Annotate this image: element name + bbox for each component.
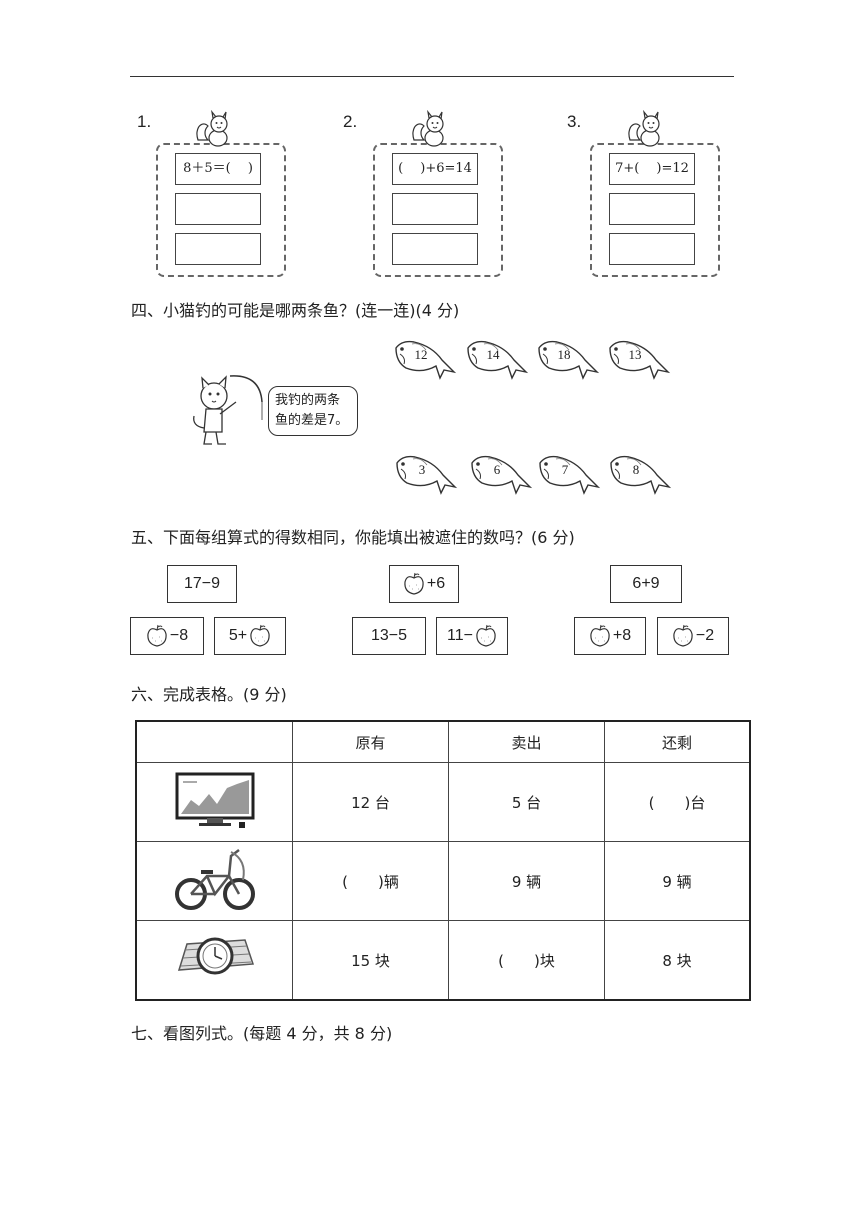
fish-icon[interactable]: 7 [536, 453, 602, 497]
equation-text: +8 [612, 627, 632, 644]
table-header-row: 原有 卖出 还剩 [135, 720, 751, 763]
apple-icon [589, 624, 611, 648]
answer-blank[interactable] [609, 193, 695, 225]
question-number: 3. [567, 112, 582, 131]
table-cell: 9 辆 [604, 841, 751, 921]
answer-blank[interactable] [609, 233, 695, 265]
equation-box: 8＋5＝( ) [175, 153, 261, 185]
fish-number: 13 [628, 347, 642, 362]
equation-text: 5+ [228, 627, 248, 644]
table-cell: 9 辆 [448, 841, 605, 921]
speech-line: 鱼的差是7。 [275, 413, 349, 428]
section-5-heading: 五、下面每组算式的得数相同，你能填出被遮住的数吗？(6 分) [131, 528, 575, 547]
fish-icon[interactable]: 8 [607, 453, 673, 497]
table-cell[interactable]: ( )块 [448, 920, 605, 1001]
bicycle-icon [174, 849, 255, 910]
apple-icon [672, 624, 694, 648]
table-cell-icon [135, 841, 293, 921]
table-cell-icon [135, 920, 293, 1001]
section-4-heading: 四、小猫钓的可能是哪两条鱼？(连一连)(4 分) [131, 301, 460, 320]
answer-card: 8＋5＝( ) [156, 143, 286, 277]
fish-number: 14 [486, 347, 500, 362]
fish-number: 3 [418, 462, 426, 477]
equation-box: 13−5 [352, 617, 426, 655]
equation-box: +6 [389, 565, 459, 603]
table-cell[interactable]: ( )辆 [292, 841, 449, 921]
table-cell-icon [135, 762, 293, 842]
equation-box: −8 [130, 617, 204, 655]
equation-box: 6+9 [610, 565, 682, 603]
table-header: 卖出 [448, 720, 605, 763]
table-cell[interactable]: ( )台 [604, 762, 751, 842]
answer-blank[interactable] [175, 193, 261, 225]
answer-card: ( )+6=14 [373, 143, 503, 277]
apple-icon [475, 624, 497, 648]
fish-icon[interactable]: 13 [606, 338, 672, 382]
table-row: 15 块 ( )块 8 块 [135, 920, 751, 1001]
equation-box: 5+ [214, 617, 286, 655]
stock-table: 原有 卖出 还剩 12 台 5 台 ( )台 [135, 720, 751, 1001]
fish-icon[interactable]: 3 [393, 453, 459, 497]
wristwatch-icon [177, 937, 254, 975]
table-cell: 12 台 [292, 762, 449, 842]
equation-box: +8 [574, 617, 646, 655]
table-header: 还剩 [604, 720, 751, 763]
table-cell: 8 块 [604, 920, 751, 1001]
equation-box: 11− [436, 617, 508, 655]
apple-icon [403, 572, 425, 596]
cat-fishing-icon [193, 375, 263, 445]
answer-blank[interactable] [392, 233, 478, 265]
equation-box: 17−9 [167, 565, 237, 603]
equation-text: 17−9 [183, 575, 221, 592]
speech-bubble: 我钓的两条 鱼的差是7。 [268, 386, 358, 436]
table-header: 原有 [292, 720, 449, 763]
section-6-heading: 六、完成表格。(9 分) [131, 685, 287, 704]
question-number: 1. [137, 112, 152, 131]
equation-box: −2 [657, 617, 729, 655]
table-header-empty [135, 720, 293, 763]
question-number: 2. [343, 112, 358, 131]
equation-text: −2 [695, 627, 715, 644]
table-row: 12 台 5 台 ( )台 [135, 762, 751, 842]
answer-blank[interactable] [392, 193, 478, 225]
tv-monitor-icon [175, 772, 254, 828]
answer-card: 7+( )=12 [590, 143, 720, 277]
apple-icon [249, 624, 271, 648]
squirrel-icon [628, 110, 660, 147]
equation-box: 7+( )=12 [609, 153, 695, 185]
equation-text: +6 [426, 575, 446, 592]
speech-line: 我钓的两条 [275, 393, 341, 408]
equation-text: −8 [169, 627, 189, 644]
fish-number: 12 [414, 347, 428, 362]
table-row: ( )辆 9 辆 9 辆 [135, 841, 751, 921]
fish-icon[interactable]: 14 [464, 338, 530, 382]
squirrel-icon [412, 110, 444, 147]
equation-box: ( )+6=14 [392, 153, 478, 185]
section-7-heading: 七、看图列式。(每题 4 分，共 8 分) [131, 1024, 393, 1043]
fish-icon[interactable]: 18 [535, 338, 601, 382]
equation-text: 11− [447, 627, 473, 644]
top-rule [130, 76, 734, 77]
fish-icon[interactable]: 12 [392, 338, 458, 382]
table-cell: 15 块 [292, 920, 449, 1001]
equation-text: 13−5 [370, 627, 408, 644]
fish-number: 7 [561, 462, 569, 477]
apple-icon [146, 624, 168, 648]
fish-number: 18 [557, 347, 571, 362]
squirrel-icon [196, 110, 228, 147]
answer-blank[interactable] [175, 233, 261, 265]
fish-icon[interactable]: 6 [468, 453, 534, 497]
fish-number: 6 [493, 462, 501, 477]
table-cell: 5 台 [448, 762, 605, 842]
equation-text: 6+9 [632, 575, 660, 592]
fish-number: 8 [632, 462, 640, 477]
